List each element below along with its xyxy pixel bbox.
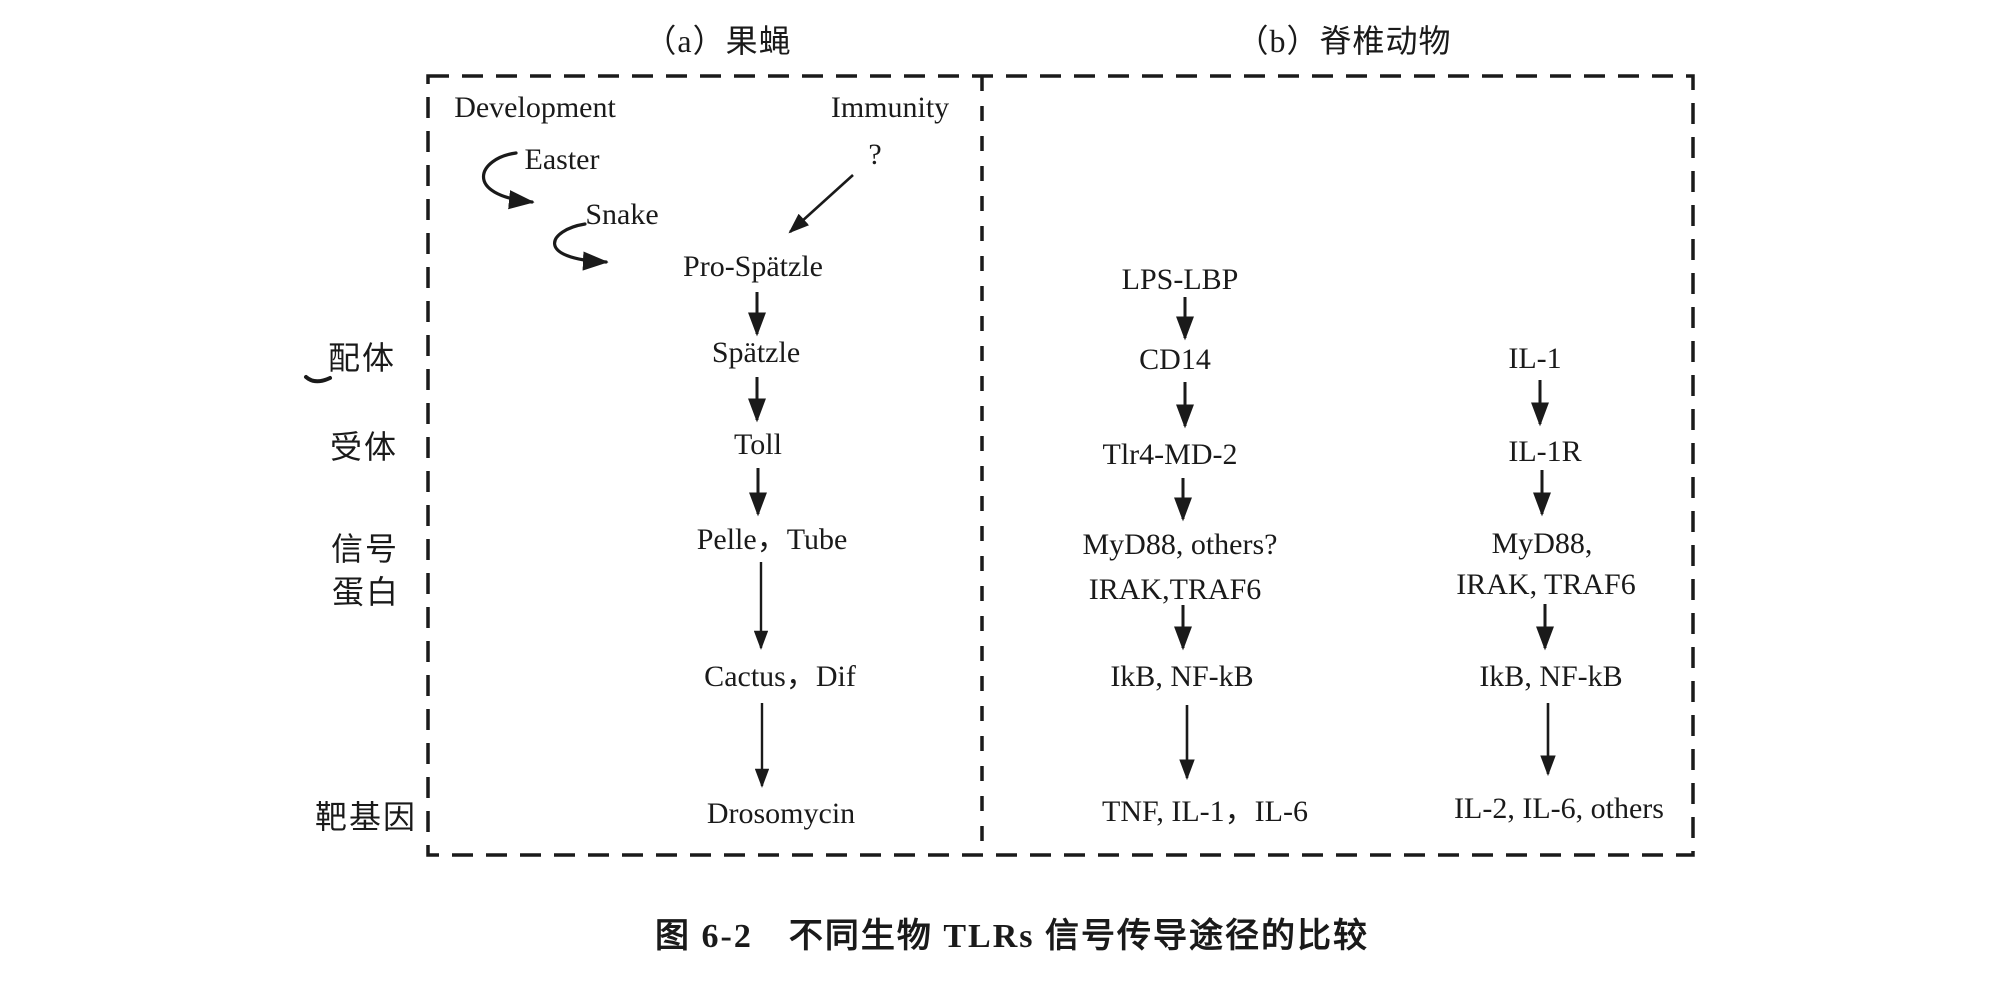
node-development: Development — [454, 91, 616, 124]
row-label-ligand: 配体 — [327, 340, 397, 376]
node-cd14: CD14 — [1139, 343, 1211, 376]
panel-a-header: （a）果蝇 — [644, 23, 792, 59]
node-pelle-tube: Pelle，Tube — [696, 523, 848, 556]
node-il1: IL-1 — [1508, 342, 1562, 375]
node-snake: Snake — [585, 198, 659, 231]
node-myd88-right: MyD88, — [1491, 527, 1593, 560]
node-spatzle: Spätzle — [711, 336, 801, 369]
node-drosomycin: Drosomycin — [706, 797, 856, 830]
node-pro-spatzle: Pro-Spätzle — [683, 250, 823, 283]
node-lps-lbp: LPS-LBP — [1121, 263, 1239, 296]
node-irak-traf6-left: IRAK,TRAF6 — [1088, 573, 1262, 606]
panel-b-header: （b）脊椎动物 — [1236, 23, 1452, 59]
node-il1r: IL-1R — [1508, 435, 1582, 468]
arrow-snake-to-prospatzle — [553, 222, 609, 271]
node-toll: Toll — [734, 428, 782, 461]
node-cactus-dif: Cactus，Dif — [704, 660, 856, 693]
node-ikb-nfkb-right: IkB, NF-kB — [1479, 660, 1623, 693]
arrow-easter-to-snake — [482, 151, 535, 210]
row-label-signal-protein-line2: 蛋白 — [331, 574, 401, 610]
node-irak-traf6-right: IRAK, TRAF6 — [1456, 568, 1636, 601]
arrow-question-to-prospatzle — [788, 174, 854, 234]
node-easter: Easter — [524, 143, 600, 176]
node-myd88-others: MyD88, others? — [1082, 528, 1278, 561]
node-ikb-nfkb-left: IkB, NF-kB — [1110, 660, 1254, 693]
node-immunity: Immunity — [830, 91, 950, 124]
row-label-signal-protein-line1: 信号 — [330, 531, 400, 567]
figure-caption: 图 6-2 不同生物 TLRs 信号传导途径的比较 — [655, 918, 1369, 955]
node-il2-il6-others: IL-2, IL-6, others — [1454, 792, 1664, 825]
node-tlr4-md2: Tlr4-MD-2 — [1102, 438, 1238, 471]
node-question-mark: ? — [868, 138, 882, 171]
node-tnf-il1-il6: TNF, IL-1，IL-6 — [1102, 795, 1308, 828]
dashed-border — [426, 74, 1695, 857]
scan-artifact-mark — [304, 375, 332, 384]
row-label-target-gene: 靶基因 — [314, 799, 418, 835]
row-label-receptor: 受体 — [329, 429, 399, 465]
